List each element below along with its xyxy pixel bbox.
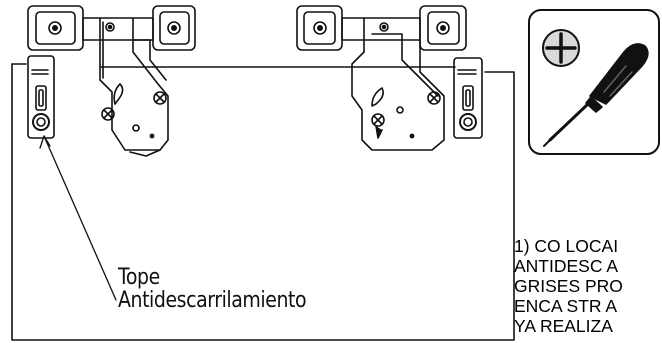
instruction-line: GRISES PRO <box>514 276 623 296</box>
instruction-line: YA REALIZA <box>514 316 613 336</box>
left-carriage <box>27 5 196 157</box>
callout-line-2: Antidescarrilamiento <box>118 288 307 313</box>
instruction-line: 1) CO LOCAI <box>514 236 619 256</box>
instruction-text: 1) CO LOCAI ANTIDESC A GRISES PRO ENCA S… <box>514 236 662 336</box>
right-carriage <box>296 5 467 151</box>
right-anti-derail-stop <box>453 57 483 139</box>
left-anti-derail-stop <box>27 55 55 139</box>
instruction-line: ANTIDESC A <box>514 256 619 276</box>
anti-derail-callout: Tope Antidescarrilamiento <box>118 265 307 313</box>
phillips-screwdriver-icon <box>528 9 660 155</box>
callout-line-1: Tope <box>118 265 160 290</box>
callout-leader-line <box>43 135 117 301</box>
door-panel <box>11 63 515 341</box>
instruction-line: ENCA STR A <box>514 296 618 316</box>
